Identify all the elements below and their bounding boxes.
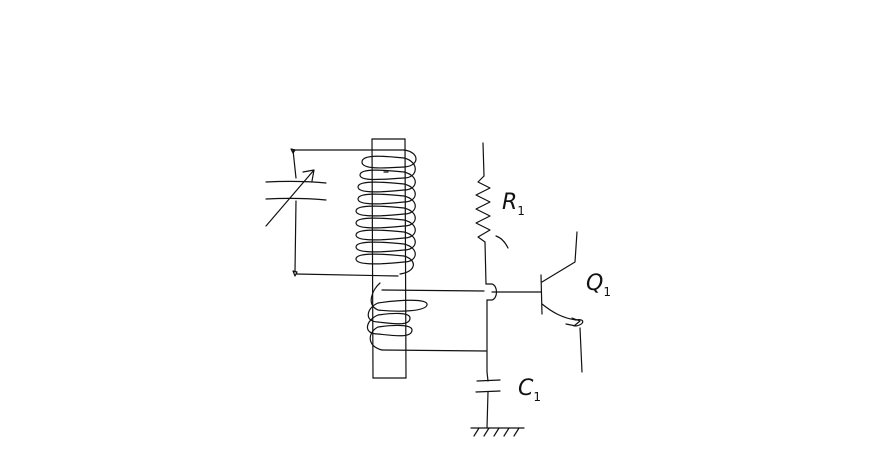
r1-zigzag	[475, 175, 491, 243]
q1-label: Q1	[586, 271, 611, 299]
var-cap-bottom-lead	[294, 200, 297, 273]
c1-top-lead	[486, 371, 489, 382]
r1-hook	[495, 235, 509, 249]
c1-sub: 1	[533, 390, 542, 404]
q1-ref: Q	[586, 271, 604, 296]
q1-sub: 1	[603, 285, 611, 299]
r1-label: R1	[502, 190, 525, 218]
tank-winding-turns	[355, 149, 417, 275]
wire-feedback-to-base	[381, 289, 485, 292]
q1-base-bar	[540, 274, 543, 315]
q1-emitter	[541, 303, 584, 327]
ground-symbol	[470, 427, 525, 437]
transistor-q1	[540, 231, 584, 373]
q1-emitter-lead	[579, 327, 583, 373]
wire-coil-to-c1	[381, 349, 487, 352]
var-cap-plate-top	[265, 180, 327, 184]
r1-ref: R	[502, 190, 518, 215]
c1-label: C1	[518, 376, 542, 404]
r1-sub: 1	[517, 204, 525, 218]
c1-bottom-lead	[486, 391, 489, 429]
former-right-edge	[404, 138, 407, 379]
r1-top-lead	[482, 142, 485, 177]
r1-bottom-lead	[484, 241, 487, 285]
wire-tank-bottom	[295, 273, 399, 277]
tank-winding	[355, 149, 417, 275]
former-left-edge	[371, 138, 374, 379]
resistor-r1	[475, 142, 509, 285]
q1-collector	[541, 231, 578, 283]
feedback-winding	[366, 282, 428, 351]
variable-capacitor	[265, 148, 327, 277]
var-cap-top-lead	[292, 149, 297, 179]
ground-hatch	[473, 427, 520, 437]
capacitor-c1	[475, 371, 501, 429]
coil-former	[371, 138, 407, 379]
var-cap-arrow	[265, 169, 315, 227]
c1-ref: C	[518, 376, 534, 401]
q1-emitter-arrow	[571, 317, 581, 327]
feedback-winding-turns	[366, 282, 428, 351]
var-cap-plate-bottom	[265, 197, 327, 201]
